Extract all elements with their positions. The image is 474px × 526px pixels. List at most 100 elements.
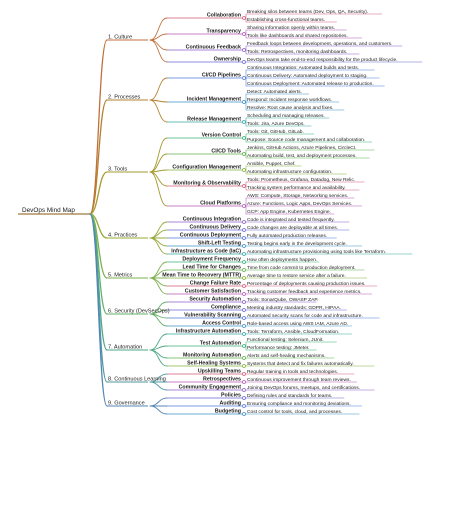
connector: [149, 405, 168, 415]
node-dot: [242, 268, 246, 272]
leaf-label: Automating build, test, and deployment p…: [247, 153, 357, 159]
sub-topic-label: Shift-Left Testing: [198, 241, 241, 247]
leaf-label: Tools like dashboards and shared reposit…: [247, 33, 348, 39]
sub-topic-label: Continuous Delivery: [189, 225, 241, 231]
connector: [149, 39, 168, 51]
leaf-label: Establishing cross-functional teams.: [247, 17, 325, 23]
branch-label: 5. Metrics: [108, 273, 132, 279]
leaf-label: Percentage of deployments causing produc…: [247, 281, 366, 287]
connector: [149, 237, 168, 255]
sub-topic-label: Security Automation: [189, 297, 241, 303]
sub-topic-label: Deployment Frequency: [182, 257, 241, 263]
leaf-label: Respond: Incident response workflows.: [247, 97, 332, 103]
leaf-label: AWS: Compute, Storage, Networking servic…: [247, 193, 348, 199]
leaf-label: GCP: App Engine, Kubernetes Engine.: [247, 209, 331, 215]
connector: [149, 77, 168, 101]
leaf-label: Tools: Retrospectives, monitoring dashbo…: [247, 49, 347, 55]
leaf-label: Fully automated production releases.: [247, 233, 327, 239]
sub-topic-label: Access Control: [202, 321, 241, 327]
node-dot: [242, 388, 246, 392]
connector: [89, 99, 108, 215]
mind-map-nodes: DevOps Mind Map Breaking silos between t…: [22, 9, 398, 415]
leaf-label: Automated security scans for code and in…: [247, 313, 363, 319]
branch-label: 6. Security (DevSecOps): [108, 309, 170, 315]
branch-label: 8. Continuous Learning: [108, 377, 166, 383]
leaf-label: Regular training in tools and technologi…: [247, 369, 338, 375]
leaf-label: Tracking system performance and availabi…: [247, 185, 346, 191]
leaf-label: Tracking customer feedback and experienc…: [247, 289, 362, 295]
leaf-label: Testing begins early in the development …: [247, 241, 347, 247]
node-dot: [242, 76, 246, 80]
leaf-label: Automating infrastructure configuration.: [247, 169, 332, 175]
connector: [149, 99, 168, 123]
sub-topic-label: Policies: [221, 393, 241, 399]
leaf-label: Continuous Integration: Automated builds…: [247, 65, 359, 71]
leaf-label: Purpose: Source code management and coll…: [247, 137, 365, 143]
node-dot: [242, 404, 246, 408]
node-dot: [242, 316, 246, 320]
sub-topic-label: Compliance: [211, 305, 241, 311]
sub-topic-label: Auditing: [220, 401, 241, 407]
leaf-label: Ensuring compliance and monitoring devia…: [247, 401, 351, 407]
node-dot: [242, 356, 246, 360]
node-dot: [242, 396, 246, 400]
node-dot: [242, 228, 246, 232]
node-dot: [242, 168, 246, 172]
branch-label: 2. Processes: [108, 95, 141, 101]
leaf-label: Azure: Functions, Logic Apps, DevOps Ser…: [247, 201, 352, 207]
leaf-label: Jenkins, GitHub Actions, Azure Pipelines…: [247, 145, 357, 151]
sub-topic-label: Cloud Platforms: [200, 201, 241, 207]
node-dot: [242, 48, 246, 52]
node-dot: [242, 244, 246, 248]
branch-label: 3. Tools: [108, 167, 127, 173]
leaf-label: Tools: Jira, Azure DevOps.: [247, 121, 305, 127]
leaf-label: Code changes are deployable at all times…: [247, 225, 338, 231]
node-dot: [242, 60, 246, 64]
leaf-label: Alerts and self-healing mechanisms.: [247, 353, 326, 359]
node-dot: [242, 324, 246, 328]
sub-topic-label: Transparency: [207, 29, 242, 35]
sub-topic-label: Release Management: [187, 117, 241, 123]
leaf-label: Ansible, Puppet, Chef.: [247, 161, 296, 167]
node-dot: [242, 184, 246, 188]
sub-topic-label: Infrastructure Automation: [176, 329, 241, 335]
sub-topic-label: Lead Time for Changes: [183, 265, 242, 271]
sub-topic-label: Test Automation: [200, 341, 241, 347]
node-dot: [242, 100, 246, 104]
branch-label: 1. Culture: [108, 35, 132, 41]
connector: [149, 345, 168, 351]
leaf-label: Feedback loops between development, oper…: [247, 41, 392, 47]
leaf-label: Continuous Deployment: Automated release…: [247, 81, 374, 87]
leaf-label: How often deployments happen.: [247, 257, 317, 263]
leaf-label: Role-based access using AWS IAM, Azure A…: [247, 321, 348, 327]
sub-topic-label: Continuous Feedback: [186, 45, 241, 51]
sub-topic-label: Incident Management: [187, 97, 241, 103]
sub-topic-label: Community Engagement: [179, 385, 242, 391]
branch-label: 7. Automation: [108, 345, 142, 351]
leaf-label: Functional testing: Selenium, JUnit.: [247, 337, 324, 343]
leaf-label: Continuous improvement through team revi…: [247, 377, 351, 383]
connector: [89, 213, 108, 407]
sub-topic-label: Monitoring & Observability: [173, 181, 241, 187]
branch-label: 4. Practices: [108, 233, 137, 239]
node-dot: [242, 344, 246, 348]
sub-topic-label: Monitoring Automation: [183, 353, 241, 359]
connector: [149, 397, 168, 407]
sub-topic-label: CI/CD Tools: [211, 149, 241, 155]
leaf-label: Resolve: Root cause analysis and fixes.: [247, 105, 333, 111]
leaf-label: Tools: Prometheus, Grafana, Datadog, New…: [247, 177, 355, 183]
leaf-label: Time from code commit to production depl…: [247, 265, 356, 271]
sub-topic-label: Vulnerability Scanning: [184, 313, 241, 319]
connector: [149, 349, 168, 367]
leaf-label: Tools: SonarQube, OWASP ZAP.: [247, 297, 318, 303]
sub-topic-label: Continuous Deployment: [180, 233, 241, 239]
leaf-label: Cost control for tools, cloud, and proce…: [247, 409, 342, 415]
leaf-label: Meeting industry standards: GDPR, HIPAA.: [247, 305, 341, 311]
sub-topic-label: Change Failure Rate: [190, 281, 241, 287]
connector: [149, 171, 168, 207]
connector: [149, 153, 168, 173]
connector: [149, 313, 168, 327]
sub-topic-label: Infrastructure as Code (IaC): [171, 249, 241, 255]
leaf-label: Tools: Terraform, Ansible, CloudFormatio…: [247, 329, 339, 335]
